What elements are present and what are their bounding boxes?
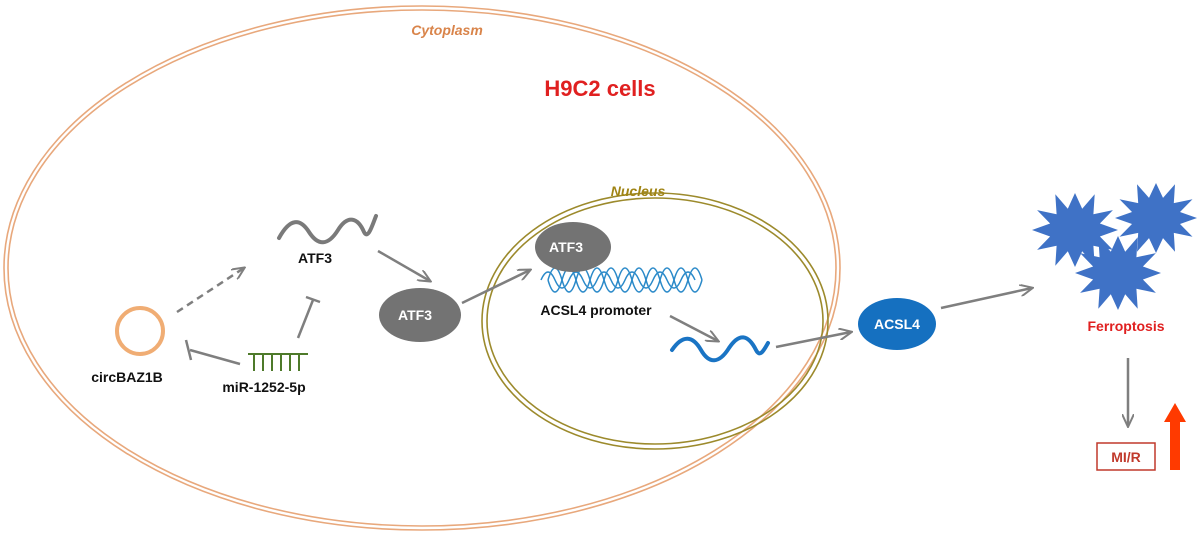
atf3-protein-label: ATF3 [398, 307, 432, 323]
mir-box [1096, 442, 1156, 471]
nucleus-membrane-inner [486, 197, 824, 445]
acsl4-protein [858, 298, 936, 350]
inhibit-mirna-atf3 [296, 295, 321, 339]
circbaz1b-label: circBAZ1B [91, 369, 163, 385]
ferroptosis-label: Ferroptosis [1087, 318, 1164, 334]
increase-up-arrow [1164, 403, 1186, 470]
acsl4-promoter-dna [540, 267, 703, 293]
ferroptosis-stars [1032, 183, 1197, 310]
nucleus-membrane-outer [481, 192, 829, 450]
cell-type-title: H9C2 cells [544, 76, 655, 101]
ferroptosis-star [1115, 183, 1197, 253]
atf3-mrna-label: ATF3 [298, 250, 332, 266]
atf3-bound-protein [535, 222, 611, 272]
mirna-label: miR-1252-5p [222, 379, 305, 395]
acsl4-promoter-label: ACSL4 promoter [540, 302, 652, 318]
arrow-atf3-mrna-protein [377, 249, 430, 281]
arrow-atf3-into-nucleus [461, 270, 530, 305]
mir-label: MI/R [1111, 449, 1141, 465]
nucleus-label: Nucleus [611, 183, 666, 199]
atf3-mrna-squiggle [277, 214, 378, 245]
mirna-comb [248, 353, 308, 371]
inhibit-mirna-circbaz1b [184, 339, 241, 366]
circbaz1b-circle [115, 306, 165, 356]
acsl4-mrna-squiggle [670, 335, 770, 363]
dashed-arrow-circbaz1b-atf3 [176, 268, 244, 314]
arrow-acsl4-to-ferroptosis [940, 288, 1032, 310]
atf3-bound-label: ATF3 [549, 239, 583, 255]
ferroptosis-star [1075, 236, 1161, 310]
cell-membrane-inner [7, 9, 837, 527]
acsl4-protein-label: ACSL4 [874, 316, 920, 332]
arrow-promoter-to-mrna [669, 314, 718, 341]
ferroptosis-star [1032, 193, 1118, 267]
cell-membrane-outer [3, 5, 841, 531]
cytoplasm-label: Cytoplasm [411, 22, 483, 38]
atf3-protein [379, 288, 461, 342]
arrow-mrna-to-acsl4 [775, 332, 851, 349]
